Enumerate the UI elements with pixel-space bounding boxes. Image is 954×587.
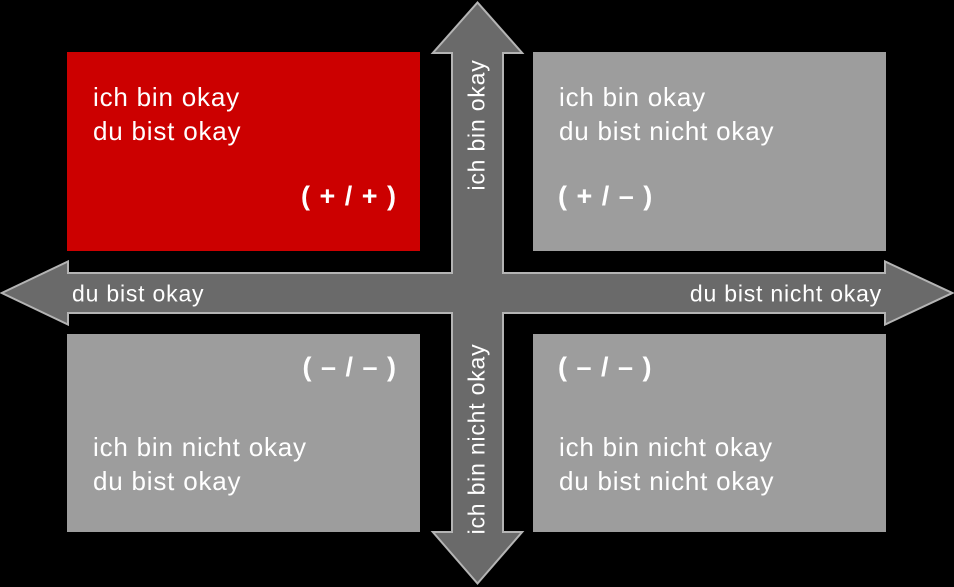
quadrant-text-line: ich bin okay [93,82,240,112]
vertical-axis-label-bottom: ich bin nicht okay [463,343,490,535]
quadrant-bottom-right: ( – / – ) ich bin nicht okay du bist nic… [533,334,886,532]
quadrant-top-right-sign: ( + / – ) [558,181,654,211]
quadrant-bottom-right-sign: ( – / – ) [558,352,653,382]
quadrant-bottom-left-text: ich bin nicht okay du bist okay [93,430,307,498]
quadrant-top-right: ich bin okay du bist nicht okay ( + / – … [533,52,886,251]
quadrant-top-left: ich bin okay du bist okay ( + / + ) [67,52,420,251]
quadrant-text-line: du bist nicht okay [559,466,775,496]
quadrant-text-line: du bist nicht okay [559,116,775,146]
quadrant-top-left-text: ich bin okay du bist okay [93,80,241,148]
quadrant-bottom-right-text: ich bin nicht okay du bist nicht okay [559,430,774,498]
vertical-axis-arrow [435,4,520,582]
quadrant-text-line: du bist okay [93,466,242,496]
quadrant-text-line: ich bin nicht okay [559,432,773,462]
vertical-axis-label-top: ich bin okay [463,59,490,191]
quadrant-top-right-text: ich bin okay du bist nicht okay [559,80,774,148]
quadrant-bottom-left: ( – / – ) ich bin nicht okay du bist oka… [67,334,420,532]
quadrant-text-line: ich bin nicht okay [93,432,307,462]
horizontal-axis-label-right: du bist nicht okay [689,280,882,307]
quadrant-text-line: ich bin okay [559,82,706,112]
horizontal-axis-label-left: du bist okay [72,280,205,307]
quadrant-bottom-left-sign: ( – / – ) [302,352,397,382]
quadrant-text-line: du bist okay [93,116,242,146]
quadrant-top-left-sign: ( + / + ) [300,181,397,211]
